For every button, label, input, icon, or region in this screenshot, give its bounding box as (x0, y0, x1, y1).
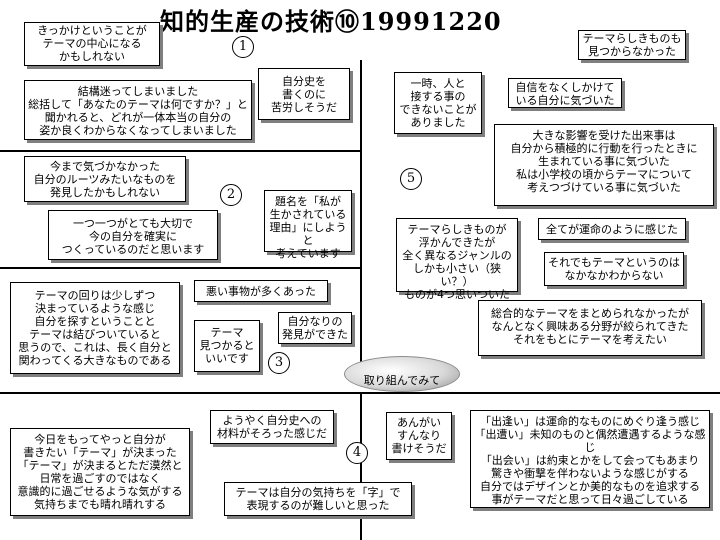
note-jibunshi: 自分史を 書くのに 苦労しそうだ (258, 68, 350, 120)
center-label: 取り組んでみて (363, 374, 441, 387)
page-title: 知的生産の技術⑩19991220 (160, 7, 502, 36)
note-roots: 今まで気づかなかった 自分のルーツみたいなものを 発見したかもしれない (24, 156, 186, 202)
section-number-2: 2 (220, 184, 242, 206)
note-ookina: 大きな影響を受けた出来事は 自分から積極的に行動を行ったときに 生まれている事に… (494, 124, 714, 206)
note-jishin: 自信をなくしかけて いる自分に気づいた (508, 78, 622, 108)
note-kimochi: テーマは自分の気持ちを「字」で 表現するのが難しいと思った (224, 482, 412, 516)
note-kyou: 今日をもってやっと自分が 書きたい「テーマ」が決まった 「テーマ」が決まるとただ… (10, 428, 190, 516)
note-deai: 「出逢い」は運命的なものにめぐり逢う感じ 「出遭い」未知のものと偶然遭遇するよう… (470, 410, 710, 508)
note-ichiji: 一時、人と 接する事の できないことが ありました (394, 72, 482, 134)
note-kaiten: テーマの回りは少しずつ 決まっているような感じ 自分を探すということと テーマは… (10, 282, 180, 374)
note-sougouteki: 総合的なテーマをまとめられなかったが なんとなく興味ある分野が絞られてきた それ… (478, 300, 702, 356)
center-ellipse (344, 356, 460, 392)
note-mitsukaranakatta: テーマらしきものも 見つからなかった (578, 30, 686, 60)
note-theme-mitsukaru: テーマ 見つかると いいです (194, 320, 260, 372)
note-soredemo: それでもテーマというのは なかなかわからない (544, 252, 684, 286)
note-warui: 悪い事物が多くあった (194, 280, 328, 302)
divider-vertical-top (360, 60, 362, 370)
note-kikkake: きっかけということが テーマの中心になる かもしれない (24, 22, 160, 66)
note-hitotsu: 一つ一つがとても大切で 今の自分を確実に つくっているのだと思います (48, 210, 218, 260)
section-number-5: 5 (400, 168, 422, 190)
section-number-3: 3 (268, 352, 290, 374)
divider-vertical-bottom (360, 392, 362, 540)
note-daimei: 題名を「私が 生かされている 理由」にしようと 考えています (264, 190, 352, 260)
note-kekkou: 結構迷ってしまいました 総括して「あなたのテーマは何ですか？」と 聞かれると、ど… (24, 80, 252, 140)
note-jibunnari: 自分なりの 発見ができた (278, 312, 352, 344)
section-number-4: 4 (346, 442, 368, 464)
note-anngai: あんがい すんなり 書けそうだ (386, 412, 452, 460)
divider-horizontal-1 (0, 150, 360, 152)
note-ukande: テーマらしきものが 浮かんできたが 全く異なるジャンルの しかも小さい（狭い？）… (396, 218, 518, 301)
divider-horizontal-2 (0, 267, 360, 269)
note-subete: 全てが運命のように感じた (538, 218, 686, 240)
section-number-1: 1 (232, 36, 254, 58)
note-youyaku: ようやく自分史への 材料がそろった感じだ (210, 410, 334, 444)
